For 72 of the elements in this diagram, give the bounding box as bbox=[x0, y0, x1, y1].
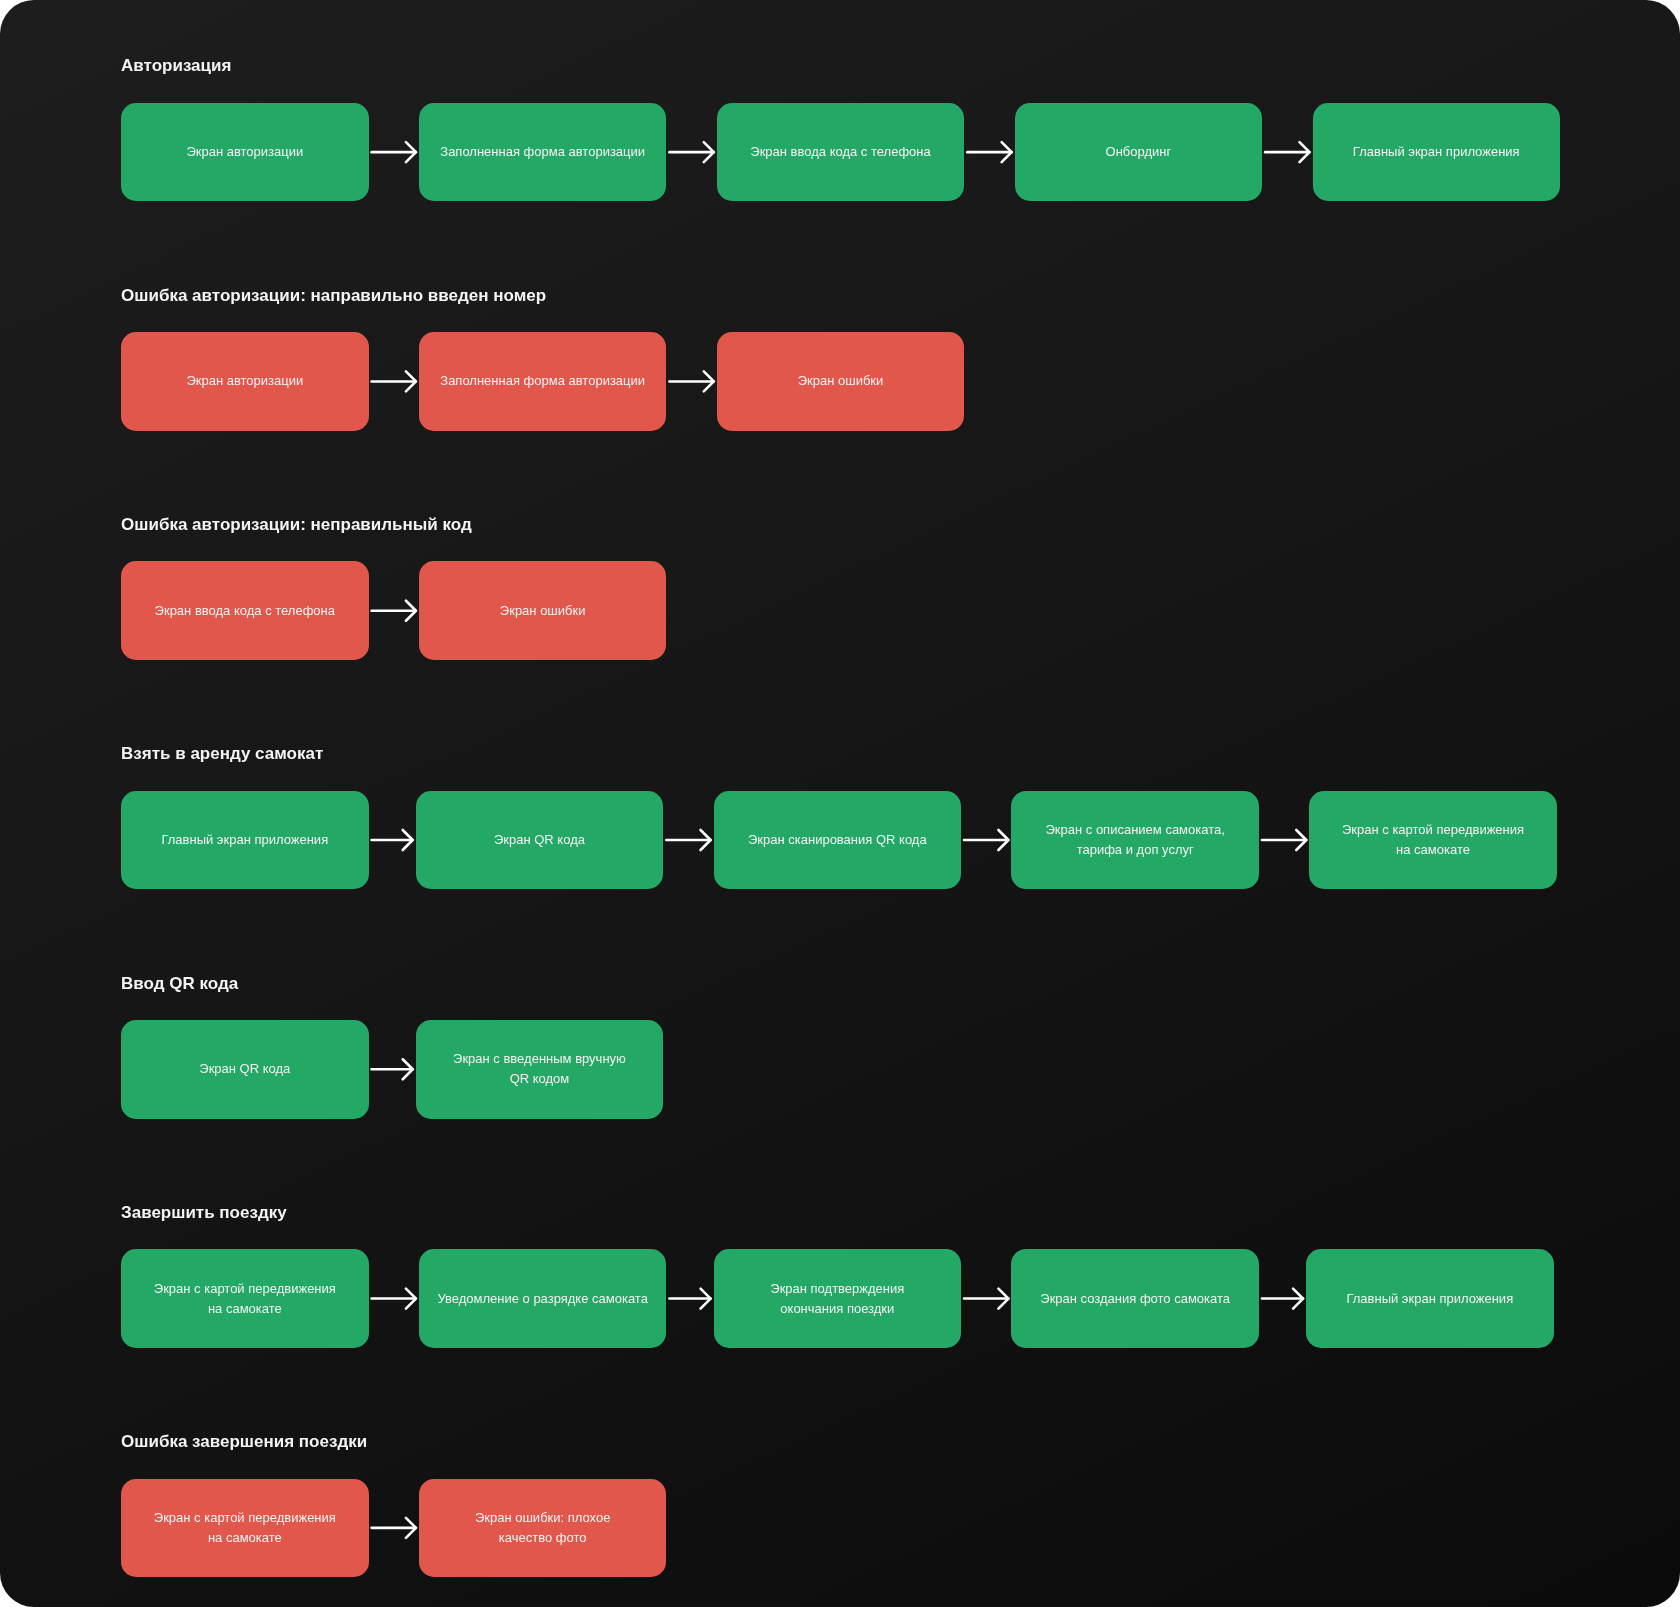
process-box bbox=[418, 102, 667, 202]
arrow bbox=[370, 1287, 418, 1310]
step-label: Заполненная форма авторизации bbox=[440, 143, 646, 162]
step-label: Главный экран приложения bbox=[1352, 143, 1520, 162]
arrow bbox=[370, 140, 418, 164]
arrow bbox=[370, 599, 418, 622]
process-box bbox=[415, 790, 664, 890]
step-label: Экран сканирования QR кода bbox=[747, 831, 927, 849]
section-heading: Ошибка авторизации: неправильный код bbox=[121, 514, 472, 536]
process-box bbox=[121, 1478, 369, 1578]
arrow bbox=[668, 1287, 712, 1310]
section-heading: Ошибка авторизации: направильно введен номер bbox=[121, 284, 547, 307]
step-label: Экран с картой передвижения на самокате bbox=[152, 1279, 337, 1318]
step-label: Экран ошибки bbox=[499, 601, 586, 620]
arrow bbox=[1263, 140, 1311, 164]
process-box bbox=[1014, 102, 1263, 202]
process-box bbox=[415, 1020, 664, 1119]
arrow bbox=[962, 828, 1010, 852]
arrow bbox=[370, 370, 418, 393]
section-heading: Ввод QR кода bbox=[121, 972, 239, 995]
step-label: Экран с картой передвижения на самокате bbox=[1341, 821, 1526, 859]
arrow bbox=[668, 140, 716, 164]
process-box bbox=[121, 790, 369, 890]
step-label: Экран с введенным вручную QR кодом bbox=[452, 1050, 627, 1089]
step-label: Экран ввода кода с телефона bbox=[154, 601, 335, 620]
process-box bbox=[121, 332, 369, 431]
step-label: Главный экран приложения bbox=[1346, 1289, 1514, 1308]
step-label: Экран авторизации bbox=[186, 372, 304, 391]
arrow bbox=[668, 370, 716, 393]
step-label: Экран ввода кода с телефона bbox=[750, 143, 931, 162]
process-box bbox=[121, 102, 369, 202]
arrow bbox=[966, 140, 1013, 164]
process-box bbox=[716, 102, 965, 202]
process-box bbox=[418, 561, 667, 660]
step-label: Заполненная форма авторизации bbox=[440, 372, 646, 391]
arrow bbox=[370, 1058, 414, 1081]
process-box bbox=[716, 332, 965, 431]
process-box bbox=[121, 1020, 369, 1119]
section-heading: Завершить поездку bbox=[121, 1201, 287, 1224]
process-box bbox=[418, 1478, 667, 1578]
process-box bbox=[1309, 790, 1557, 890]
process-box bbox=[418, 1249, 667, 1348]
step-label: Экран ошибки: плохое качество фото bbox=[473, 1508, 612, 1547]
step-label: Экран авторизации bbox=[186, 143, 304, 162]
arrow bbox=[1260, 828, 1308, 852]
process-box bbox=[713, 1249, 962, 1348]
step-label: Уведомление о разрядке самоката bbox=[437, 1289, 648, 1308]
process-box bbox=[713, 790, 962, 890]
step-label: Главный экран приложения bbox=[161, 831, 329, 849]
process-box bbox=[1306, 1249, 1554, 1348]
step-label: Экран ошибки bbox=[797, 372, 884, 391]
arrow bbox=[1260, 1287, 1305, 1310]
section-heading: Ошибка завершения поездки bbox=[121, 1431, 368, 1454]
process-box bbox=[121, 1249, 369, 1348]
step-label: Экран QR кода bbox=[199, 1060, 291, 1079]
process-box bbox=[1011, 790, 1259, 890]
process-box bbox=[418, 332, 667, 431]
process-box bbox=[121, 561, 369, 660]
section-heading: Авторизация bbox=[121, 55, 232, 78]
step-label: Экран QR кода bbox=[493, 831, 585, 849]
arrow bbox=[370, 828, 414, 852]
step-label: Экран создания фото самоката bbox=[1040, 1289, 1231, 1308]
step-label: Экран подтверждения окончания поездки bbox=[769, 1279, 906, 1318]
process-box bbox=[1011, 1249, 1259, 1348]
step-label: Экран с описанием самоката, тарифа и доп услуг bbox=[1044, 821, 1226, 859]
arrow bbox=[370, 1516, 418, 1540]
step-label: Онбординг bbox=[1105, 143, 1172, 162]
section-heading: Взять в аренду самокат bbox=[121, 743, 324, 766]
arrow bbox=[664, 828, 712, 852]
arrow bbox=[962, 1287, 1010, 1310]
process-box bbox=[1312, 102, 1560, 202]
step-label: Экран с картой передвижения на самокате bbox=[152, 1508, 337, 1547]
